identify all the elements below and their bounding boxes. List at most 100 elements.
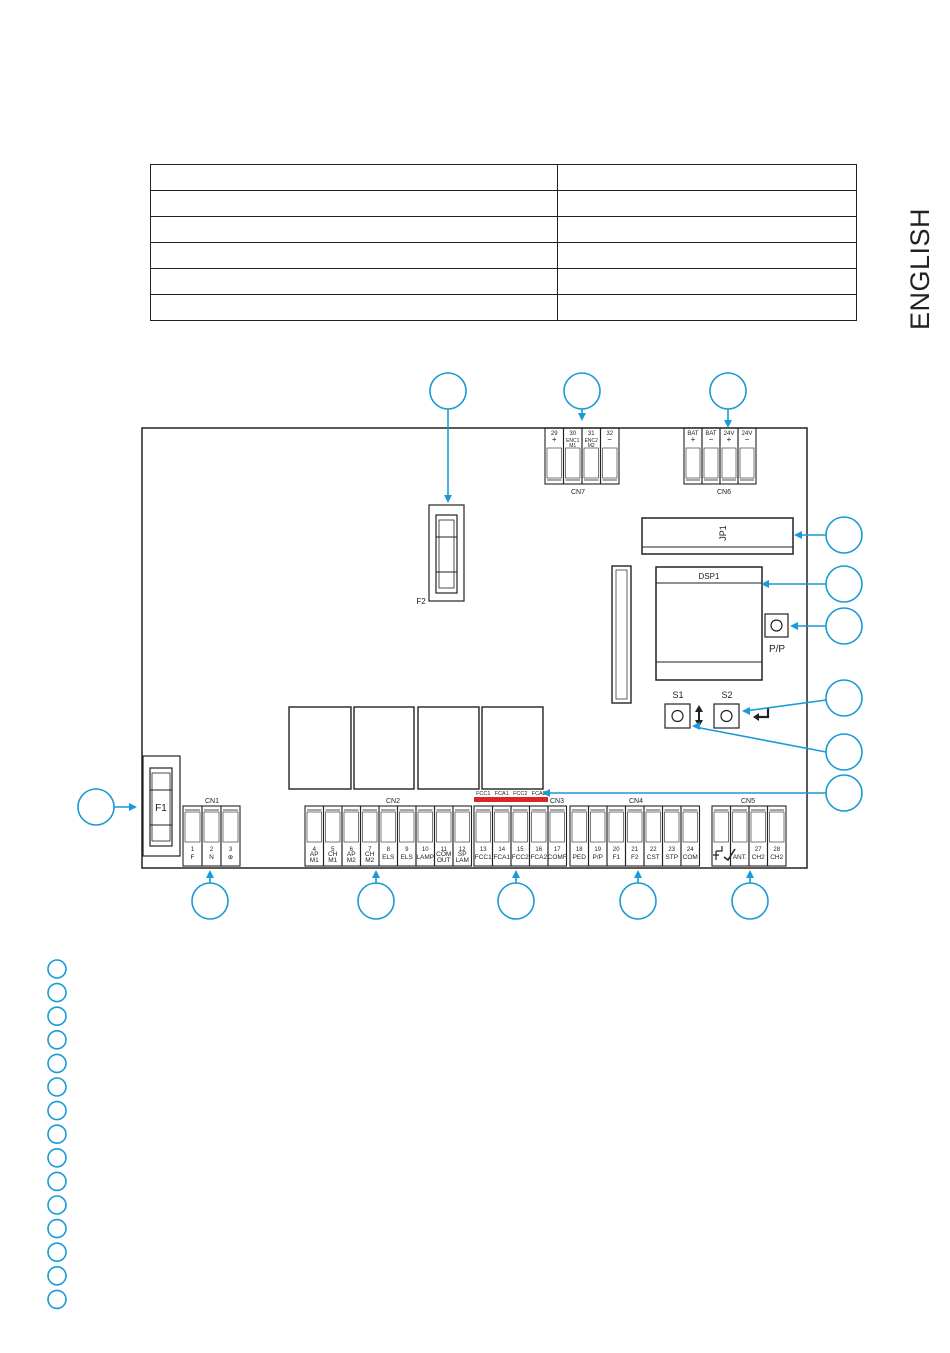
pin-label: N (209, 854, 214, 861)
pin-label: M2 (588, 443, 595, 449)
arrow-icon (761, 580, 769, 588)
spec-cell-label (150, 294, 558, 321)
callout-3 (709, 372, 747, 428)
connector-label: CN1 (205, 798, 219, 805)
pin-number: 19 (594, 847, 601, 853)
pin-label: AP (347, 851, 356, 858)
pin-number: 5 (331, 847, 335, 853)
pin-label: F1 (612, 854, 620, 861)
jumper-jp1: JP1 (641, 517, 794, 555)
spec-cell-value (557, 216, 857, 243)
pin-label: ELS (382, 854, 395, 861)
enter-arrow-icon (757, 708, 770, 719)
callout-4 (794, 516, 863, 554)
pin-label: CH2 (752, 854, 765, 861)
pin-label: STP (665, 854, 678, 861)
connector-cn2: CN24APM15CHM16APM27CHM28ELS9ELS10LAMP11C… (304, 798, 473, 867)
red-limit-label: FCA2 (529, 791, 548, 802)
svg-text:FCC1: FCC1 (476, 791, 490, 797)
pin-number: 4 (313, 847, 317, 853)
pin-number: BAT (687, 431, 699, 437)
fuse-f2: F2 (416, 504, 465, 606)
pin-number: 24 (687, 847, 694, 853)
legend-circle (47, 1053, 67, 1074)
svg-text:FCA1: FCA1 (495, 791, 509, 797)
spec-cell-value (557, 294, 857, 321)
pin-number: 7 (368, 847, 372, 853)
connector-pin: BAT+ (683, 427, 703, 485)
callout-8 (692, 722, 863, 771)
relay-block (288, 706, 544, 790)
callout-13 (497, 870, 535, 920)
display-label: DSP1 (699, 572, 720, 581)
pin-number: 29 (551, 431, 558, 437)
arrow-icon (746, 870, 754, 878)
pin-label: LAM (456, 857, 469, 864)
spec-cell-label (150, 190, 558, 217)
red-limit-label: FCA1 (492, 791, 511, 802)
svg-text:FCA2: FCA2 (532, 791, 546, 797)
legend-circle (47, 982, 67, 1003)
svg-text:FCC2: FCC2 (513, 791, 527, 797)
connector-label: CN6 (717, 489, 731, 496)
connector-strip (611, 565, 632, 704)
pin-label: ELS (401, 854, 414, 861)
arrow-icon (512, 870, 520, 878)
connector-label: CN5 (741, 798, 755, 805)
button-s2: S2 (713, 690, 770, 729)
pin-label: LAMP (416, 854, 434, 861)
pin-number: 13 (480, 847, 487, 853)
callout-2 (563, 372, 601, 421)
legend-circle (47, 1030, 67, 1050)
callout-11 (191, 870, 229, 920)
spec-table (150, 164, 857, 321)
red-limit-label: FCC2 (511, 791, 530, 802)
pin-label: − (709, 435, 714, 444)
callout-5 (761, 565, 863, 603)
pin-label: ENC2 (585, 438, 599, 444)
pin-label: M1 (328, 857, 337, 864)
spec-cell-label (150, 268, 558, 295)
legend-circle (47, 1195, 67, 1215)
pin-number: 32 (606, 431, 613, 437)
pin-number: 20 (613, 847, 620, 853)
pin-label: COMF (548, 854, 567, 861)
connector-pin: 3⊕ (220, 805, 241, 867)
arrow-icon (790, 622, 798, 630)
pin-label: M2 (365, 857, 374, 864)
pin-label: FCA1 (493, 854, 510, 861)
legend-circle (47, 1242, 67, 1262)
legend-circle (47, 959, 67, 979)
pin-label: M1 (569, 443, 576, 449)
connector-label: CN2 (386, 798, 400, 805)
button-s1-label: S1 (672, 690, 683, 700)
connector-label: CN3 (550, 798, 564, 805)
pin-number: 6 (350, 847, 354, 853)
button-pp: P/P (764, 613, 789, 655)
pin-label: FCA2 (530, 854, 547, 861)
connector-pin: 19P/P (587, 805, 608, 867)
pin-label: AP (310, 851, 319, 858)
pin-label: OUT (437, 857, 451, 864)
pin-label: PED (573, 854, 587, 861)
pin-number: 10 (422, 847, 429, 853)
pin-label: SP (458, 851, 467, 858)
arrow-icon (372, 870, 380, 878)
pin-number: 3 (229, 847, 233, 853)
pin-label: P/P (593, 854, 603, 861)
arrow-icon (634, 870, 642, 878)
